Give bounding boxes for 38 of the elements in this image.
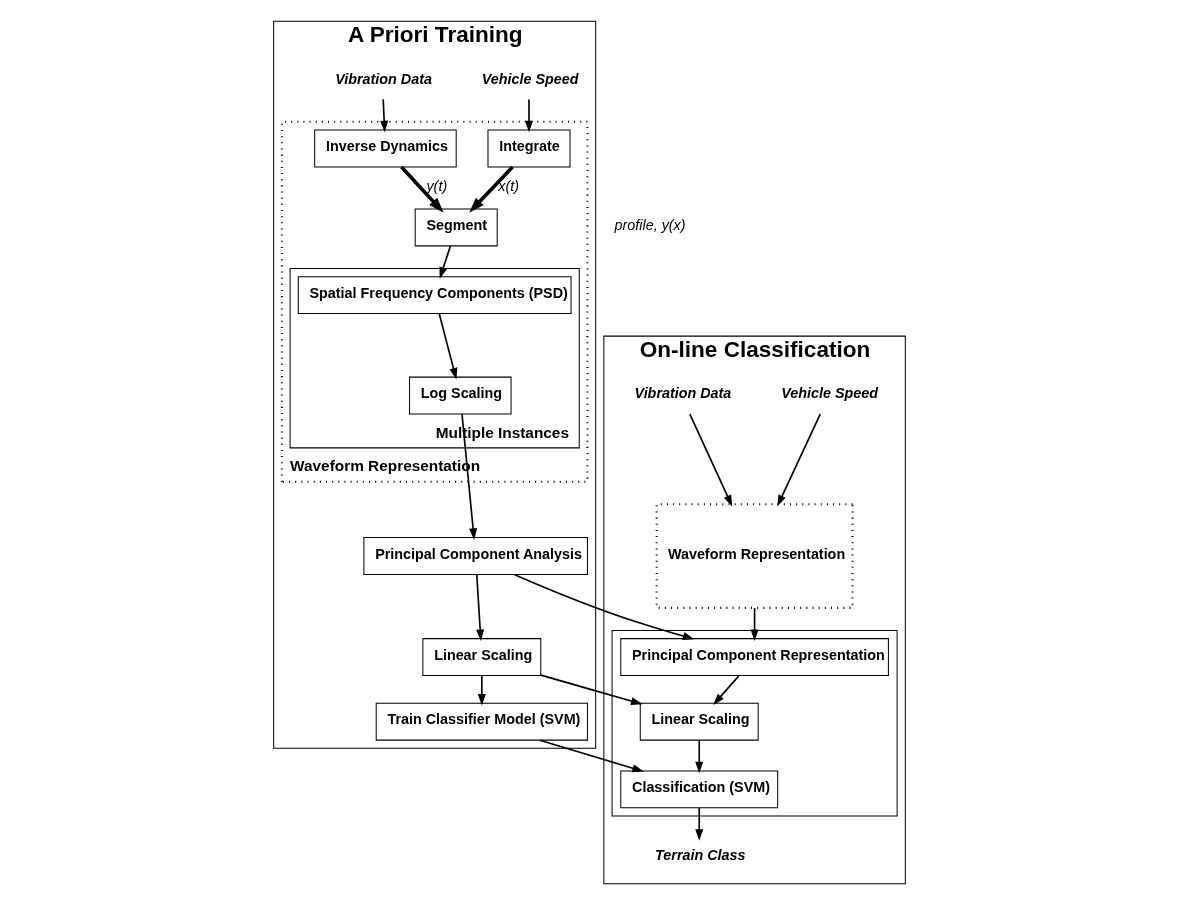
- node-text: Terrain Class: [654, 846, 745, 863]
- arrow: [524, 98, 533, 132]
- node-box: Spatial Frequency Components (PSD): [297, 275, 572, 314]
- node-box: Linear Scaling: [421, 637, 541, 676]
- label: profile, y(x): [614, 216, 686, 233]
- arrow: [460, 412, 477, 540]
- node-box: Linear Scaling: [639, 702, 759, 741]
- arrow: [399, 165, 444, 213]
- arrow: [438, 244, 451, 279]
- node-box: Integrate: [486, 129, 571, 167]
- node-box: Inverse Dynamics: [313, 129, 457, 167]
- node-box: Log Scaling: [408, 376, 512, 415]
- node-box: Segment: [414, 207, 498, 246]
- node-box: Waveform Representation: [655, 502, 854, 609]
- arrow: [513, 573, 694, 640]
- node-box: Principal Component Representation: [619, 637, 889, 676]
- node-text: Vehicle Speed: [780, 384, 878, 401]
- arrow: [477, 674, 486, 706]
- arrow: [694, 738, 703, 773]
- arrow: [437, 312, 457, 380]
- arrow: [539, 673, 642, 705]
- arrow: [712, 674, 740, 705]
- arrow: [688, 412, 732, 506]
- node-text: Vibration Data: [634, 384, 731, 401]
- node-box: Principal Component Analysis: [362, 536, 588, 575]
- edge-label: x(t): [497, 177, 519, 194]
- arrow: [776, 412, 821, 506]
- node-text: Vehicle Speed: [481, 70, 579, 87]
- node-box: Classification (SVM): [619, 769, 778, 808]
- arrow: [475, 573, 484, 641]
- arrow: [379, 98, 388, 132]
- node-text: Vibration Data: [334, 70, 432, 87]
- edge-label: y(t): [425, 177, 447, 194]
- node-box: Train Classifier Model (SVM): [375, 702, 588, 741]
- arrow: [468, 165, 514, 213]
- arrow: [750, 606, 759, 641]
- arrow: [694, 806, 703, 841]
- arrow: [538, 738, 644, 772]
